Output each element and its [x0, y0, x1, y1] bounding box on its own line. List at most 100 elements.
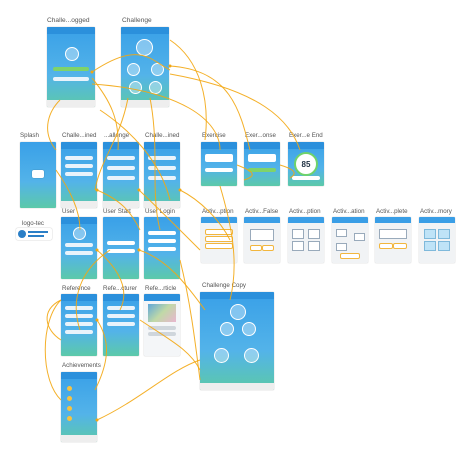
- artboard-splash[interactable]: [20, 142, 56, 208]
- artboard-label-challenge-copy[interactable]: Challenge Copy: [202, 282, 247, 289]
- avatar: [73, 227, 86, 240]
- artboard-user-login[interactable]: [144, 217, 180, 279]
- avatar-circle: [65, 47, 79, 61]
- artboard-exercise-end[interactable]: 85: [288, 142, 324, 186]
- screen-header: [61, 217, 97, 224]
- card-header: [419, 217, 455, 223]
- tab-bar: [61, 435, 97, 442]
- artboard-challenge-ended[interactable]: [144, 142, 180, 208]
- artboard-label-challenge-ended[interactable]: Challe...ined: [145, 132, 180, 139]
- true-pill: [250, 245, 262, 251]
- list-row: [107, 166, 135, 170]
- artboard-label-challenge-logged[interactable]: Challe...ogged: [47, 17, 90, 24]
- artboard-label-user[interactable]: User: [62, 208, 76, 215]
- reference-row: [65, 314, 93, 318]
- artboard-label-achievements[interactable]: Achievements: [62, 362, 101, 369]
- option-box: [292, 229, 304, 239]
- link-wire: [169, 39, 207, 141]
- reference-row: [65, 330, 93, 334]
- artboard-achievements[interactable]: [61, 372, 97, 442]
- artboard-activity-false[interactable]: [244, 217, 280, 263]
- false-pill: [262, 245, 274, 251]
- tab-bar: [200, 383, 274, 390]
- lecturer-row: [107, 306, 135, 310]
- artboard-activity-option-2[interactable]: [288, 217, 324, 263]
- artboard-user[interactable]: [61, 217, 97, 279]
- artboard-label-challenge-joined[interactable]: Challe...ined: [62, 132, 97, 139]
- article-text-line: [148, 326, 176, 330]
- artboard-label-splash[interactable]: Splash: [20, 132, 39, 139]
- artboard-user-start[interactable]: [103, 217, 139, 279]
- card-header: [201, 217, 237, 223]
- artboard-label-activity-relation[interactable]: Activ...ation: [333, 208, 365, 215]
- list-row: [148, 156, 176, 160]
- artboard-label-reference-article[interactable]: Refe...rticle: [145, 285, 177, 292]
- screen-header: [61, 372, 97, 379]
- artboard-label-exercise-end[interactable]: Exer...e End: [289, 132, 323, 139]
- artboard-label-exercise-response[interactable]: Exer...onse: [245, 132, 276, 139]
- artboard-challenge-logged[interactable]: [47, 27, 95, 107]
- score-badge: 85: [294, 152, 318, 176]
- screen-header: [61, 142, 97, 149]
- logo-text-line: [28, 235, 44, 237]
- relation-pill: [340, 253, 360, 259]
- reference-row: [65, 322, 93, 326]
- artboard-activity-complete[interactable]: [375, 217, 411, 263]
- list-row: [107, 176, 135, 180]
- artboard-activity-memory[interactable]: [419, 217, 455, 263]
- artboard-label-activity-false[interactable]: Activ...False: [245, 208, 279, 215]
- reference-row: [65, 306, 93, 310]
- challenge-node-icon: [242, 322, 256, 336]
- screen-header: [201, 142, 237, 149]
- relation-item: [354, 233, 365, 241]
- artboard-label-challenge-lineup[interactable]: ...allenge: [104, 132, 130, 139]
- artboard-label-activity-option[interactable]: Activ...ption: [202, 208, 234, 215]
- option-pill: [205, 229, 233, 235]
- answer-row: [205, 168, 233, 172]
- correct-answer: [248, 168, 276, 172]
- artboard-label-activity-option-2[interactable]: Activ...ption: [289, 208, 321, 215]
- artboard-label-reference[interactable]: Reference: [62, 285, 91, 292]
- artboard-reference-lecturer[interactable]: [103, 294, 139, 356]
- logo-mark-icon: [18, 230, 26, 238]
- artboard-label-user-login[interactable]: User Login: [145, 208, 175, 215]
- list-row: [107, 156, 135, 160]
- option-pill: [205, 243, 233, 249]
- artboard-label-challenge[interactable]: Challenge: [122, 17, 152, 24]
- tab-bar: [47, 100, 95, 107]
- logo-tec-icon: [16, 228, 52, 240]
- artboard-exercise-response[interactable]: [244, 142, 280, 186]
- artboard-reference-article[interactable]: [144, 294, 180, 356]
- lecturer-row: [107, 322, 135, 326]
- challenge-node-icon: [220, 322, 234, 336]
- screen-header: [61, 294, 97, 301]
- artboard-activity-relation[interactable]: [332, 217, 368, 263]
- artboard-label-logo[interactable]: logo-tec: [22, 220, 45, 227]
- profile-row: [65, 251, 93, 255]
- artboard-label-exercise[interactable]: Exercise: [202, 132, 226, 139]
- artboard-challenge[interactable]: [121, 27, 169, 107]
- artboard-label-user-start[interactable]: User Start: [103, 208, 131, 215]
- artboard-exercise[interactable]: [201, 142, 237, 186]
- card-header: [332, 217, 368, 223]
- artboard-label-activity-memory[interactable]: Activ...mory: [420, 208, 452, 215]
- artboard-challenge-lineup[interactable]: [103, 142, 139, 208]
- question-box: [205, 154, 233, 162]
- artboard-label-reference-lecturer[interactable]: Refe...cturer: [103, 285, 138, 292]
- artboard-label-activity-complete[interactable]: Activ...plete: [376, 208, 408, 215]
- artboard-challenge-joined[interactable]: [61, 142, 97, 208]
- artboard-activity-option[interactable]: [201, 217, 237, 263]
- tab-bar: [61, 201, 97, 208]
- word-pill: [379, 243, 393, 249]
- action-button: [52, 67, 90, 71]
- artboard-reference[interactable]: [61, 294, 97, 356]
- artboard-challenge-copy[interactable]: [200, 292, 274, 390]
- article-image: [148, 304, 176, 322]
- trophy-icon: [67, 406, 72, 411]
- challenge-node-icon: [214, 348, 229, 363]
- challenge-node-icon: [127, 63, 140, 76]
- link-wire: [96, 359, 201, 421]
- challenge-node-icon: [129, 81, 142, 94]
- option-box: [308, 241, 320, 251]
